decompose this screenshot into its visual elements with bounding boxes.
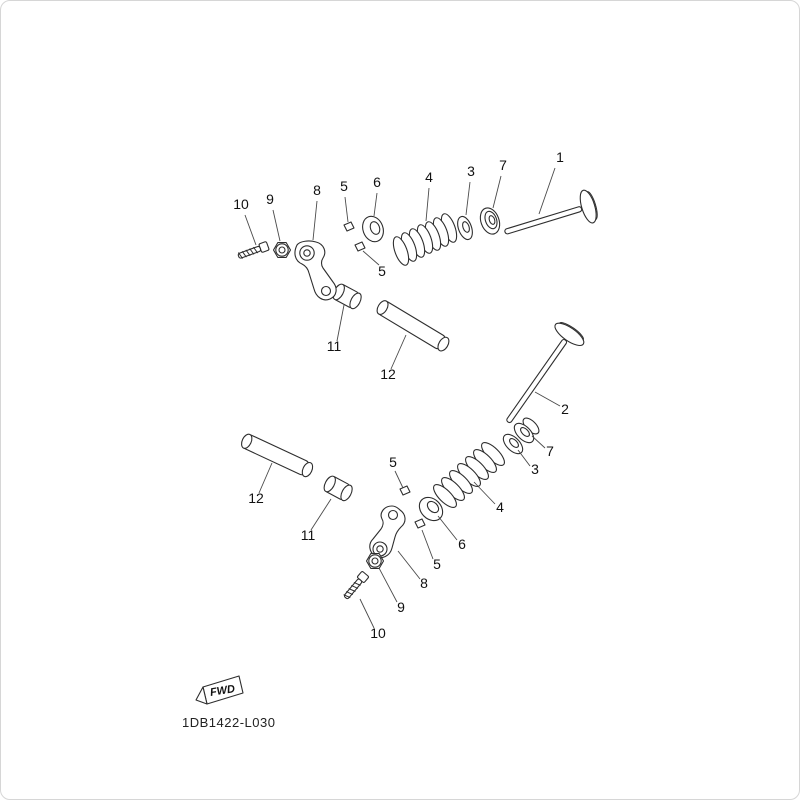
callout-label: 1 — [556, 149, 564, 165]
leader-line — [258, 462, 273, 494]
callout-label: 11 — [301, 527, 316, 543]
callout-label: 9 — [266, 191, 274, 207]
diagram-code: 1DB1422-L030 — [182, 715, 275, 730]
callout-label: 10 — [370, 625, 386, 641]
part-rocker-shaft-intake — [376, 300, 450, 352]
part-spring-retainer-intake — [362, 215, 384, 243]
callout-label: 2 — [561, 401, 569, 417]
part-rocker-arm-exhaust — [369, 505, 406, 559]
callout-label: 4 — [425, 169, 433, 185]
leader-line — [390, 334, 407, 370]
callout-label: 4 — [496, 499, 504, 515]
leader-line — [437, 515, 458, 541]
leader-line — [538, 167, 556, 215]
part-exhaust-valve — [506, 322, 585, 424]
leader-line — [534, 391, 561, 407]
part-valve-cotter-exhaust-a — [399, 485, 411, 496]
part-adjust-screw-intake — [237, 241, 270, 259]
part-valve-cotter-intake-b — [354, 241, 366, 252]
leader-line — [344, 196, 349, 223]
fwd-flag-fold — [195, 686, 208, 705]
part-valve-cotter-exhaust-b — [414, 518, 426, 529]
part-rocker-shaft-exhaust — [241, 433, 314, 478]
leader-line — [473, 481, 496, 505]
leader-line — [244, 214, 257, 246]
part-valve-seal-exhaust — [513, 417, 540, 444]
leader-line — [378, 567, 398, 603]
part-valve-seal-intake — [479, 207, 501, 235]
part-intake-valve — [504, 189, 598, 235]
leader-line — [517, 449, 531, 467]
callout-label: 12 — [380, 366, 396, 382]
callout-label: 5 — [340, 178, 348, 194]
part-valve-spring-intake — [392, 213, 458, 266]
leader-line — [336, 304, 345, 342]
leader-line — [397, 550, 421, 580]
part-spring-seat-intake — [457, 215, 473, 241]
part-valve-spring-exhaust — [433, 442, 505, 508]
leader-line — [421, 529, 434, 560]
part-locknut-intake — [272, 242, 292, 258]
part-valve-cotter-intake-a — [343, 221, 355, 232]
callout-label: 5 — [433, 556, 441, 572]
leader-line — [373, 192, 378, 217]
callout-label: 10 — [233, 196, 249, 212]
leader-line — [394, 470, 404, 489]
callout-label: 6 — [458, 536, 466, 552]
fwd-label: FWD — [209, 683, 236, 699]
callout-label: 8 — [420, 575, 428, 591]
leader-line — [425, 187, 430, 222]
leader-line — [492, 175, 502, 209]
callout-label: 5 — [389, 454, 397, 470]
leader-line — [362, 250, 380, 266]
callout-label: 5 — [378, 263, 386, 279]
callout-label: 12 — [248, 490, 264, 506]
part-rocker-arm-intake — [294, 240, 337, 301]
callout-label: 3 — [531, 461, 539, 477]
callout-label: 7 — [546, 443, 554, 459]
callout-label: 8 — [313, 182, 321, 198]
leader-line — [310, 498, 332, 531]
leader-line — [272, 209, 281, 242]
callout-label: 6 — [373, 174, 381, 190]
leader-line — [312, 200, 318, 241]
callout-label: 9 — [397, 599, 405, 615]
intake-assembly — [237, 189, 598, 352]
callout-labels: 10 9 8 5 6 4 3 7 1 5 11 12 2 7 3 4 12 11… — [233, 149, 569, 641]
part-locknut-exhaust — [365, 553, 385, 569]
callout-label: 7 — [499, 157, 507, 173]
leader-line — [359, 598, 375, 629]
leader-line — [465, 181, 471, 216]
exhaust-assembly — [241, 322, 585, 600]
leader-line — [531, 435, 546, 449]
part-spring-seat-exhaust — [502, 433, 524, 455]
callout-label: 3 — [467, 163, 475, 179]
leader-lines — [244, 167, 561, 629]
callout-label: 11 — [327, 338, 342, 354]
part-adjust-screw-exhaust — [343, 571, 369, 600]
part-tappet-pad-exhaust — [323, 475, 353, 502]
fwd-marker: FWD — [195, 675, 244, 705]
part-tappet-pad-intake — [332, 283, 362, 310]
part-spring-retainer-exhaust — [418, 496, 444, 522]
